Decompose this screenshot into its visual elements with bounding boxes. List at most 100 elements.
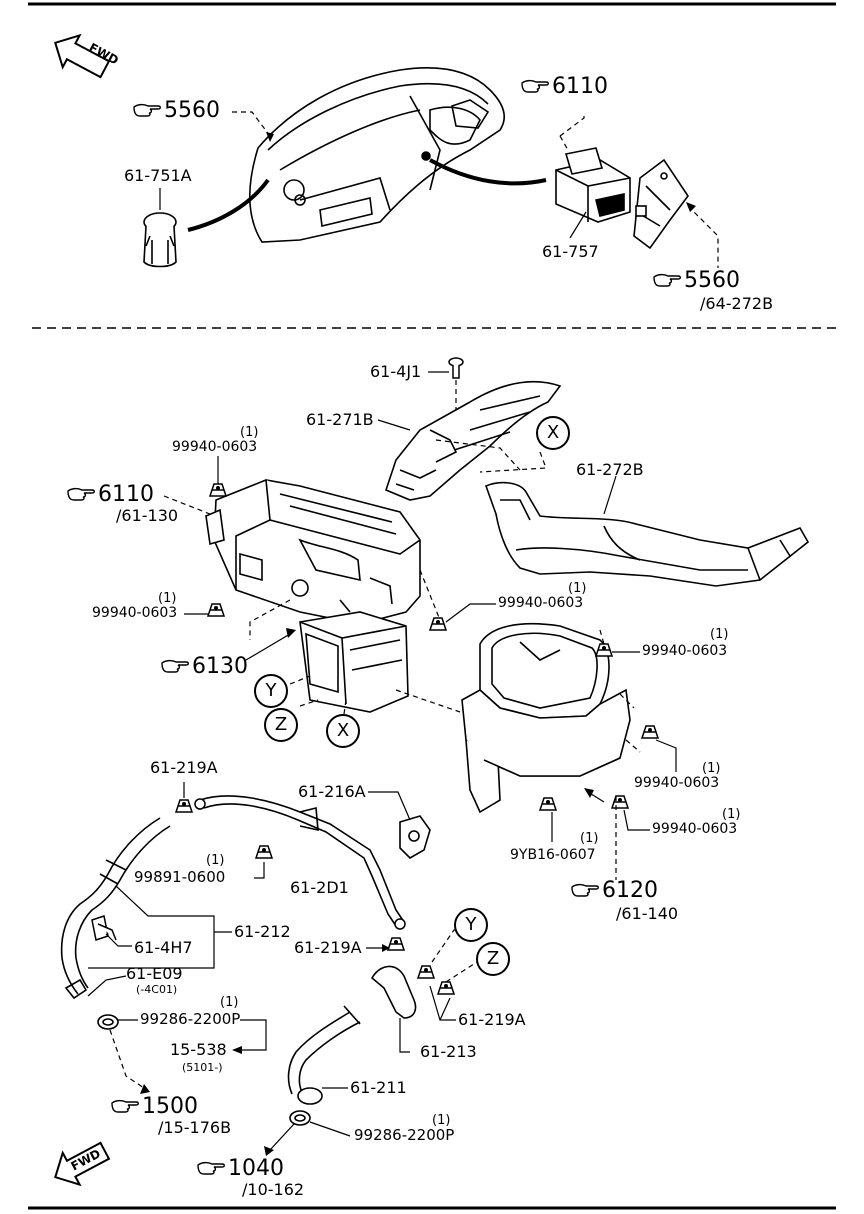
sensor-61-4H7-drawing — [91, 915, 117, 941]
clip-icon — [255, 845, 273, 859]
part-61-212[interactable]: 61-212 — [234, 922, 291, 941]
pointing-hand-icon — [133, 103, 161, 117]
clip-icon — [539, 797, 557, 811]
part-99286-2200P[interactable]: 99286-2200P — [354, 1126, 455, 1144]
callout-z: Z — [264, 708, 298, 742]
clip-icon — [437, 981, 455, 995]
clip-icon — [209, 483, 227, 497]
callout-y: Y — [254, 674, 288, 708]
part-99940-0603[interactable]: 99940-0603 — [642, 643, 728, 659]
callout-x: X — [326, 714, 360, 748]
pointing-hand-icon — [521, 79, 549, 93]
qty-label: (1) — [580, 831, 599, 846]
ref-6120[interactable]: 6120 — [570, 880, 658, 902]
ref-1040-sub: /10-162 — [242, 1180, 305, 1199]
bracket-61-216A-drawing — [399, 815, 431, 859]
part-99940-0603[interactable]: 99940-0603 — [172, 439, 258, 455]
clip-icon — [641, 725, 659, 739]
ref-5560-right-sub: /64-272B — [700, 294, 774, 313]
ref-6110-mid[interactable]: 6110 — [66, 484, 154, 506]
duct-61-272B-drawing — [484, 481, 810, 587]
qty-label: (1) — [710, 627, 729, 642]
part-61-219A[interactable]: 61-219A — [458, 1010, 526, 1029]
part-61-4H7[interactable]: 61-4H7 — [134, 938, 193, 957]
callout-x: X — [536, 416, 570, 450]
part-61-271B[interactable]: 61-271B — [306, 410, 374, 429]
clip-icon — [429, 617, 447, 631]
clip-icon — [207, 603, 225, 617]
qty-label: (1) — [240, 425, 259, 440]
part-99940-0603[interactable]: 99940-0603 — [498, 595, 584, 611]
clip-icon — [611, 795, 629, 809]
qty-label: (1) — [568, 581, 587, 596]
qty-label: (1) — [702, 761, 721, 776]
part-61-751A[interactable]: 61-751A — [124, 166, 192, 185]
ref-6110-top[interactable]: 6110 — [520, 76, 608, 98]
ref-6110-mid-sub: /61-130 — [116, 506, 179, 525]
dashboard-panel-drawing — [248, 67, 506, 243]
part-99286-2200P[interactable]: 99286-2200P — [140, 1010, 241, 1028]
part-61-757[interactable]: 61-757 — [542, 242, 599, 261]
pipe-61-2D1-drawing — [199, 795, 405, 927]
ref-6120-sub: /61-140 — [616, 904, 679, 923]
pointing-hand-icon — [197, 1161, 225, 1175]
ref-5560-top[interactable]: 5560 — [132, 100, 220, 122]
fwd-arrow-icon — [54, 1141, 111, 1187]
bracket-drawing — [633, 158, 689, 250]
ref-5560-right[interactable]: 5560 — [652, 270, 740, 292]
part-9YB16-0607[interactable]: 9YB16-0607 — [510, 847, 596, 863]
fwd-arrow-icon — [54, 33, 111, 79]
hose-61-211-drawing — [287, 1005, 361, 1095]
ref-6130[interactable]: 6130 — [160, 656, 248, 678]
clip-61-751A-drawing — [143, 212, 177, 268]
callout-z: Z — [476, 942, 510, 976]
part-15-538[interactable]: 15-538 — [170, 1040, 227, 1059]
hose-clamp-icon — [97, 1014, 119, 1030]
pointing-hand-icon — [111, 1099, 139, 1113]
qty-label: (1) — [206, 853, 225, 868]
clip-icon — [417, 965, 435, 979]
hose-61-212-drawing — [60, 817, 171, 1000]
part-99891-0600[interactable]: 99891-0600 — [134, 868, 226, 886]
part-61-211[interactable]: 61-211 — [350, 1078, 407, 1097]
qty-label: (1) — [220, 995, 239, 1010]
clip-icon — [387, 937, 405, 951]
hose-clamp-icon — [289, 1110, 311, 1126]
pointing-hand-icon — [653, 273, 681, 287]
part-99940-0603[interactable]: 99940-0603 — [92, 605, 178, 621]
swoosh-right — [429, 158, 547, 186]
pin-61-4J1-drawing — [448, 357, 464, 379]
part-61-4J1[interactable]: 61-4J1 — [370, 362, 422, 381]
pointing-hand-icon — [571, 883, 599, 897]
part-99940-0603[interactable]: 99940-0603 — [634, 775, 720, 791]
hose-61-213-drawing — [370, 965, 417, 1019]
blower-unit-drawing — [461, 623, 631, 814]
qty-label: (1) — [722, 807, 741, 822]
ref-1500[interactable]: 1500 — [110, 1096, 198, 1118]
part-61-2D1[interactable]: 61-2D1 — [290, 878, 349, 897]
part-61-E09-note: (-4C01) — [136, 983, 178, 996]
ref-1500-sub: /15-176B — [158, 1118, 232, 1137]
callout-y: Y — [454, 908, 488, 942]
pointing-hand-icon — [67, 487, 95, 501]
ref-1040[interactable]: 1040 — [196, 1158, 284, 1180]
part-61-219A[interactable]: 61-219A — [150, 758, 218, 777]
clip-icon — [175, 799, 193, 813]
part-61-216A[interactable]: 61-216A — [298, 782, 366, 801]
part-99940-0603[interactable]: 99940-0603 — [652, 821, 738, 837]
pointing-hand-icon — [161, 659, 189, 673]
heater-unit-drawing — [205, 479, 421, 625]
duct-61-271B-drawing — [385, 380, 562, 501]
evaporator-drawing — [299, 611, 409, 713]
part-61-219A[interactable]: 61-219A — [294, 938, 362, 957]
part-15-538-note: (5101-) — [182, 1061, 223, 1074]
swoosh-left — [187, 178, 270, 232]
part-61-272B[interactable]: 61-272B — [576, 460, 644, 479]
qty-label: (1) — [432, 1113, 451, 1128]
part-61-E09[interactable]: 61-E09 — [126, 964, 183, 983]
qty-label: (1) — [158, 591, 177, 606]
part-61-213[interactable]: 61-213 — [420, 1042, 477, 1061]
switch-61-757-drawing — [555, 147, 631, 223]
